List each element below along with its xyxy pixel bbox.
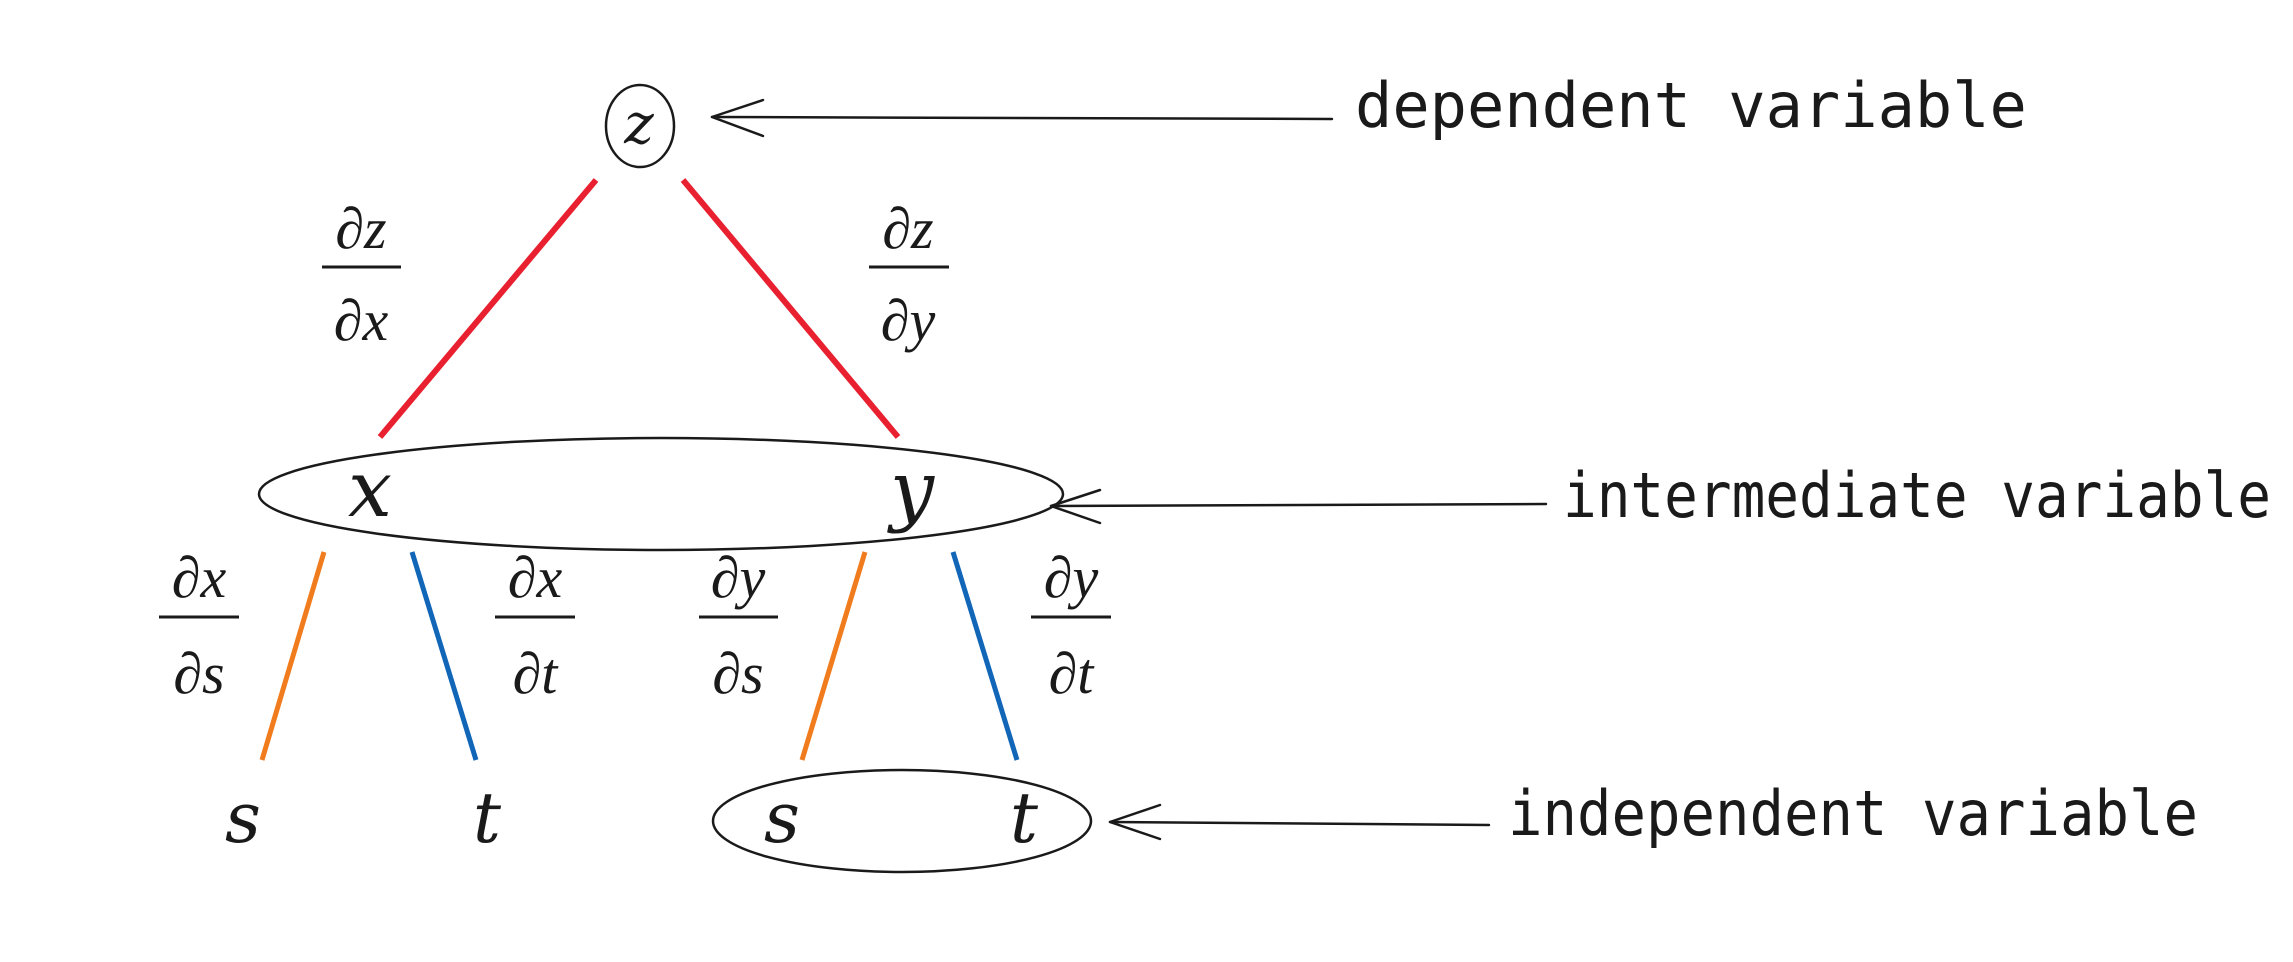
intermediate-node-y: y: [887, 445, 935, 535]
intermediate-node-x: x: [348, 445, 392, 535]
leaf-node-s-left: s: [225, 777, 261, 859]
edge-z-y: [680, 178, 901, 439]
edge-z-x: [377, 178, 599, 439]
intermediate-variable-label: intermediate variable: [1563, 459, 2271, 532]
fraction-dz-dy: ∂z ∂y: [869, 196, 949, 353]
fraction-dy-ds-numerator: ∂y: [711, 545, 766, 610]
edge-x-t: [409, 551, 479, 761]
independent-ellipse: [711, 768, 1093, 874]
edge-y-t: [950, 551, 1020, 761]
intermediate-arrow: [1049, 488, 1548, 525]
fraction-dz-dy-denominator: ∂y: [881, 288, 936, 353]
fraction-dx-dt-numerator: ∂x: [508, 545, 563, 610]
independent-arrow: [1108, 803, 1491, 841]
leaf-node-t-right: t: [1010, 777, 1039, 859]
fraction-dy-dt-denominator: ∂t: [1049, 641, 1096, 706]
edge-y-s: [799, 551, 868, 761]
root-node-circle: [604, 83, 676, 169]
leaf-node-t-left: t: [473, 777, 502, 859]
fraction-dz-dy-numerator: ∂z: [882, 196, 933, 261]
fraction-dz-dx: ∂z ∂x: [322, 196, 401, 353]
edge-x-s: [259, 551, 327, 761]
fraction-dy-ds: ∂y ∂s: [699, 545, 778, 706]
fraction-dx-ds-numerator: ∂x: [172, 545, 227, 610]
fraction-dx-ds-denominator: ∂s: [173, 641, 224, 706]
fraction-dx-dt: ∂x ∂t: [495, 545, 575, 706]
dependent-arrow: [710, 98, 1334, 138]
fraction-dz-dx-denominator: ∂x: [334, 288, 389, 353]
root-node-label: z: [623, 92, 654, 157]
independent-variable-label: independent variable: [1508, 777, 2198, 850]
intermediate-ellipse: [257, 436, 1065, 552]
fraction-dy-ds-denominator: ∂s: [712, 641, 763, 706]
dependent-variable-label: dependent variable: [1355, 69, 2027, 142]
fraction-dz-dx-numerator: ∂z: [335, 196, 386, 261]
fraction-dy-dt-numerator: ∂y: [1044, 545, 1099, 610]
fraction-dx-dt-denominator: ∂t: [513, 641, 560, 706]
leaf-node-s-right: s: [764, 777, 800, 859]
fraction-dy-dt: ∂y ∂t: [1031, 545, 1111, 706]
fraction-dx-ds: ∂x ∂s: [159, 545, 239, 706]
